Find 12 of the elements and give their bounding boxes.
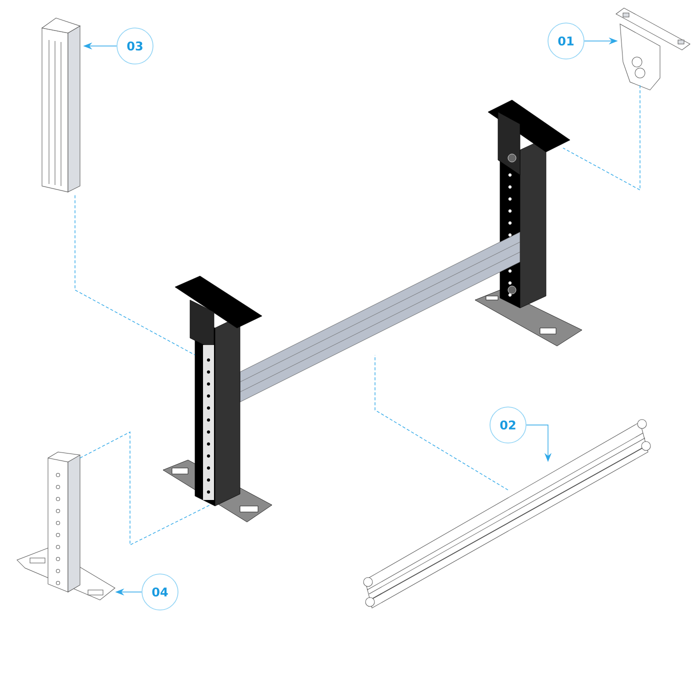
column-drawing [42,18,80,192]
dashed-line [374,354,508,490]
bracket-drawing [616,8,690,90]
callout-number: 04 [142,574,178,610]
dashed-line [562,84,640,191]
dashed-line [74,194,196,356]
callout-number: 03 [116,28,154,64]
assembly-drawing [162,100,582,522]
dashed-line [80,431,210,546]
rail-drawing [363,419,651,608]
callout-number: 01 [548,22,584,60]
foot-column-drawing [16,452,116,600]
